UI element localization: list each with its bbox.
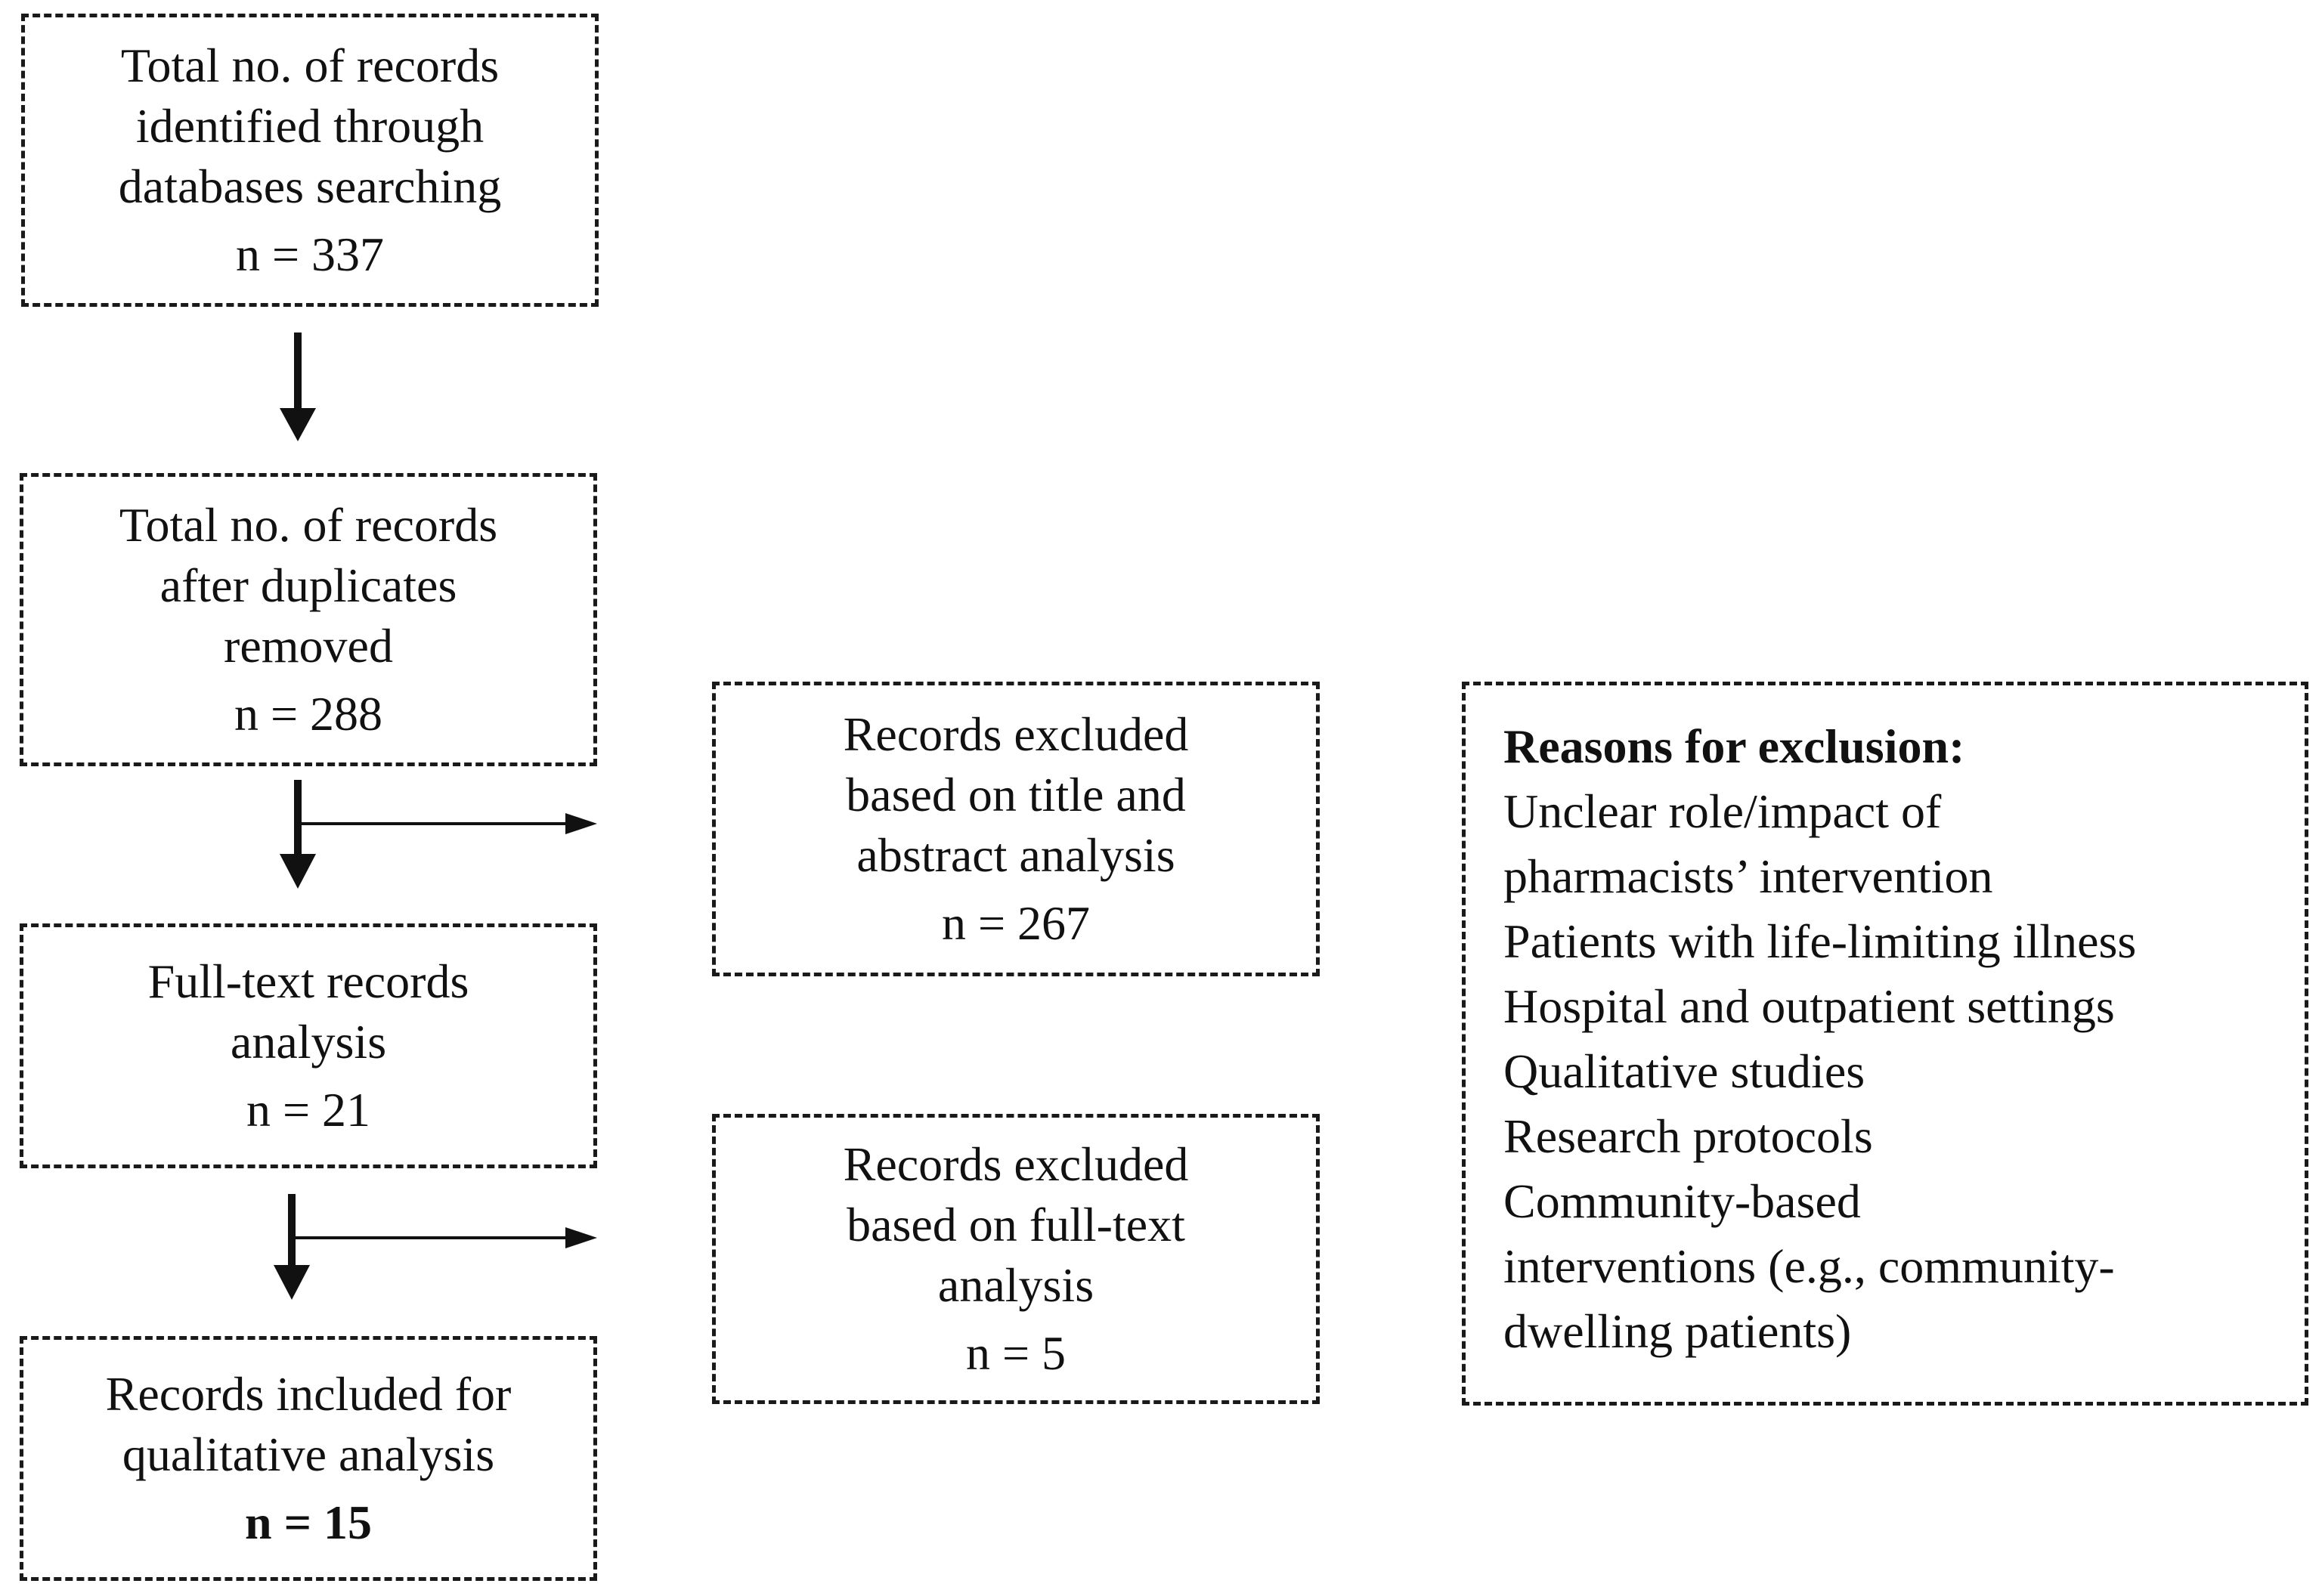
reason-item: Hospital and outpatient settings — [1503, 979, 2115, 1033]
excl-full-count: n = 5 — [965, 1326, 1067, 1380]
included-records-box: Records included for qualitative analysi… — [20, 1336, 597, 1581]
dedup-line-3: removed — [224, 619, 393, 673]
excl-full-line-3: analysis — [937, 1258, 1094, 1312]
included-line-1: Records included for — [105, 1367, 512, 1421]
arrow-identified-to-dedup — [280, 332, 316, 441]
reason-item: Patients with life-limiting illness — [1503, 914, 2137, 968]
excl-title-count: n = 267 — [941, 896, 1091, 950]
excl-full-line-1: Records excluded — [843, 1137, 1189, 1191]
included-count: n = 15 — [244, 1495, 373, 1549]
reason-item: Research protocols — [1503, 1109, 1873, 1163]
after-duplicates-box: Total no. of records after duplicates re… — [20, 473, 597, 766]
excluded-title-abstract-box: Records excluded based on title and abst… — [712, 682, 1320, 976]
dedup-line-2: after duplicates — [159, 558, 457, 612]
arrow-to-excluded-title — [298, 813, 597, 834]
arrow-dedup-to-fulltext — [280, 780, 316, 889]
excluded-full-text-box: Records excluded based on full-text anal… — [712, 1114, 1320, 1404]
included-line-2: qualitative analysis — [122, 1427, 495, 1481]
dedup-count: n = 288 — [234, 687, 383, 741]
excl-title-line-2: based on title and — [846, 768, 1186, 821]
identified-line-3: databases searching — [118, 159, 502, 213]
fulltext-count: n = 21 — [246, 1083, 371, 1137]
reasons-title: Reasons for exclusion: — [1503, 719, 1965, 773]
reason-item: Community-based — [1503, 1174, 1861, 1228]
excl-title-line-3: abstract analysis — [856, 828, 1175, 882]
reason-item: interventions (e.g., community- — [1503, 1239, 2115, 1293]
identified-line-1: Total no. of records — [120, 39, 500, 92]
full-text-analysis-box: Full-text records analysis n = 21 — [20, 923, 597, 1168]
reason-item: Unclear role/impact of — [1503, 784, 1942, 838]
fulltext-line-1: Full-text records — [147, 954, 469, 1008]
arrow-to-excluded-full — [292, 1227, 597, 1248]
fulltext-line-2: analysis — [230, 1015, 387, 1069]
excl-title-line-1: Records excluded — [843, 707, 1189, 761]
dedup-line-1: Total no. of records — [119, 498, 498, 552]
identified-records-box: Total no. of records identified through … — [21, 14, 599, 307]
identified-count: n = 337 — [235, 227, 385, 281]
arrow-fulltext-to-included — [274, 1194, 310, 1300]
reason-item: Qualitative studies — [1503, 1044, 1865, 1098]
reason-item: dwelling patients) — [1503, 1304, 1852, 1358]
exclusion-reasons-box: Reasons for exclusion: Unclear role/impa… — [1462, 682, 2308, 1406]
reason-item: pharmacists’ intervention — [1503, 849, 1993, 903]
excl-full-line-2: based on full-text — [847, 1198, 1185, 1251]
identified-line-2: identified through — [135, 99, 485, 153]
